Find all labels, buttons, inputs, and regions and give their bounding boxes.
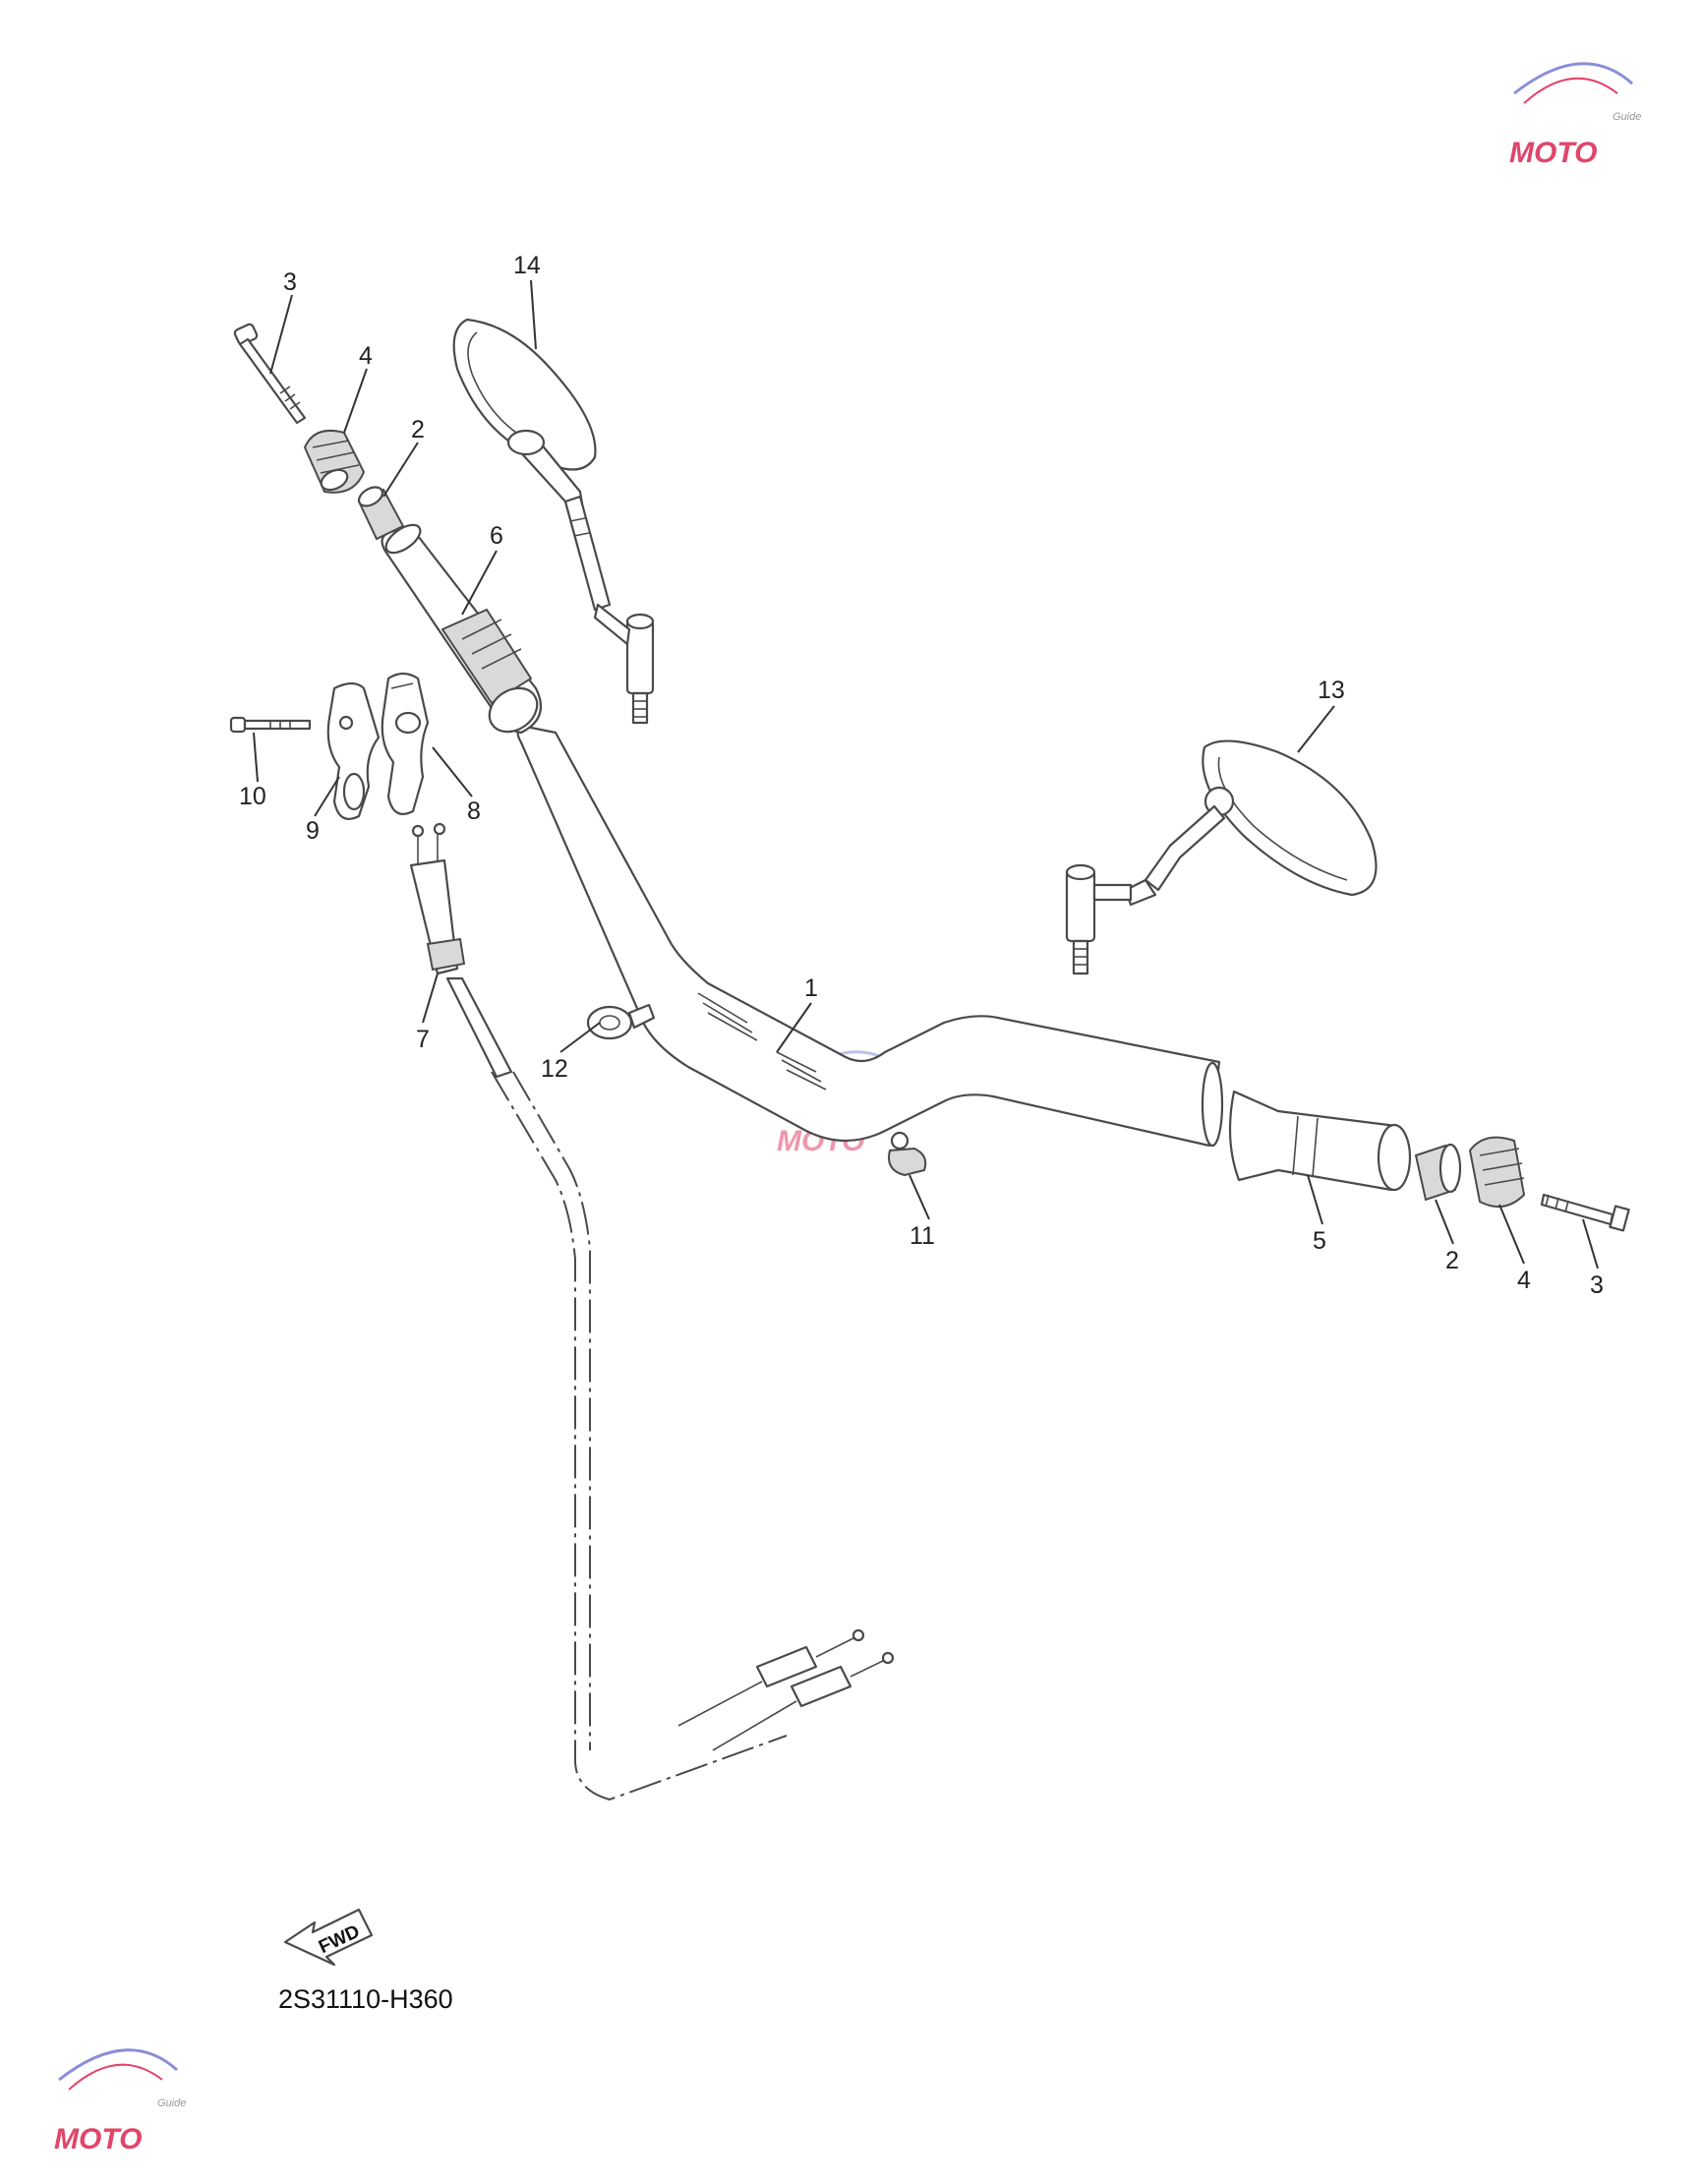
left-mirror-part-14	[452, 318, 655, 725]
callout-10: 10	[239, 783, 266, 810]
callout-numbers: 3 4 2 6 14 13 1 12 11 5 2 4 3 7 8 9 10	[239, 252, 1604, 1299]
callout-7: 7	[416, 1026, 430, 1053]
handlebar-part-1	[516, 726, 1224, 1148]
forward-direction-arrow: FWD	[283, 1908, 374, 1967]
callout-11: 11	[910, 1222, 935, 1250]
callout-8: 8	[467, 797, 481, 825]
callout-1: 1	[804, 974, 818, 1002]
callout-12: 12	[541, 1055, 568, 1083]
cable-clamp-part-11	[888, 1131, 927, 1177]
callout-13: 13	[1318, 677, 1345, 704]
callout-9: 9	[306, 817, 320, 845]
left-bolt-part-3	[233, 323, 307, 425]
throttle-grip-part-6	[381, 523, 543, 735]
callout-2-left: 2	[411, 416, 425, 443]
callout-14: 14	[513, 252, 541, 279]
callout-2-right: 2	[1445, 1247, 1459, 1274]
diagram-code: 2S31110-H360	[278, 1984, 453, 2014]
throttle-cables-part-7	[409, 822, 895, 1801]
watermark-subtext-bottom: Guide	[157, 2097, 186, 2109]
callout-4-left: 4	[359, 342, 373, 370]
watermark-subtext: Guide	[1613, 111, 1641, 123]
switch-housing-part-8	[381, 672, 430, 815]
left-collar-part-2	[357, 486, 405, 541]
callout-3-right: 3	[1590, 1271, 1604, 1299]
screw-part-10	[229, 716, 312, 734]
callout-5: 5	[1313, 1227, 1326, 1255]
callout-6: 6	[490, 522, 503, 550]
watermark-logo-top: MOTO Guide	[1509, 62, 1641, 169]
right-bolt-part-3	[1540, 1193, 1630, 1232]
leader-lines	[253, 279, 1599, 1269]
watermark-text: MOTO	[1509, 137, 1597, 169]
right-mirror-part-13	[1065, 739, 1378, 975]
watermark-logo-bottom: MOTO Guide	[54, 2048, 186, 2155]
left-bar-end-part-4	[303, 429, 366, 494]
right-collar-part-2	[1414, 1143, 1462, 1202]
right-bar-end-part-4	[1468, 1136, 1526, 1209]
callout-3-left: 3	[283, 268, 297, 296]
callout-4-right: 4	[1517, 1267, 1531, 1294]
watermark-text-bottom: MOTO	[54, 2123, 142, 2155]
switch-housing-part-9	[326, 681, 381, 820]
clamp-part-12	[586, 1003, 656, 1040]
right-grip-part-5	[1228, 1090, 1412, 1192]
